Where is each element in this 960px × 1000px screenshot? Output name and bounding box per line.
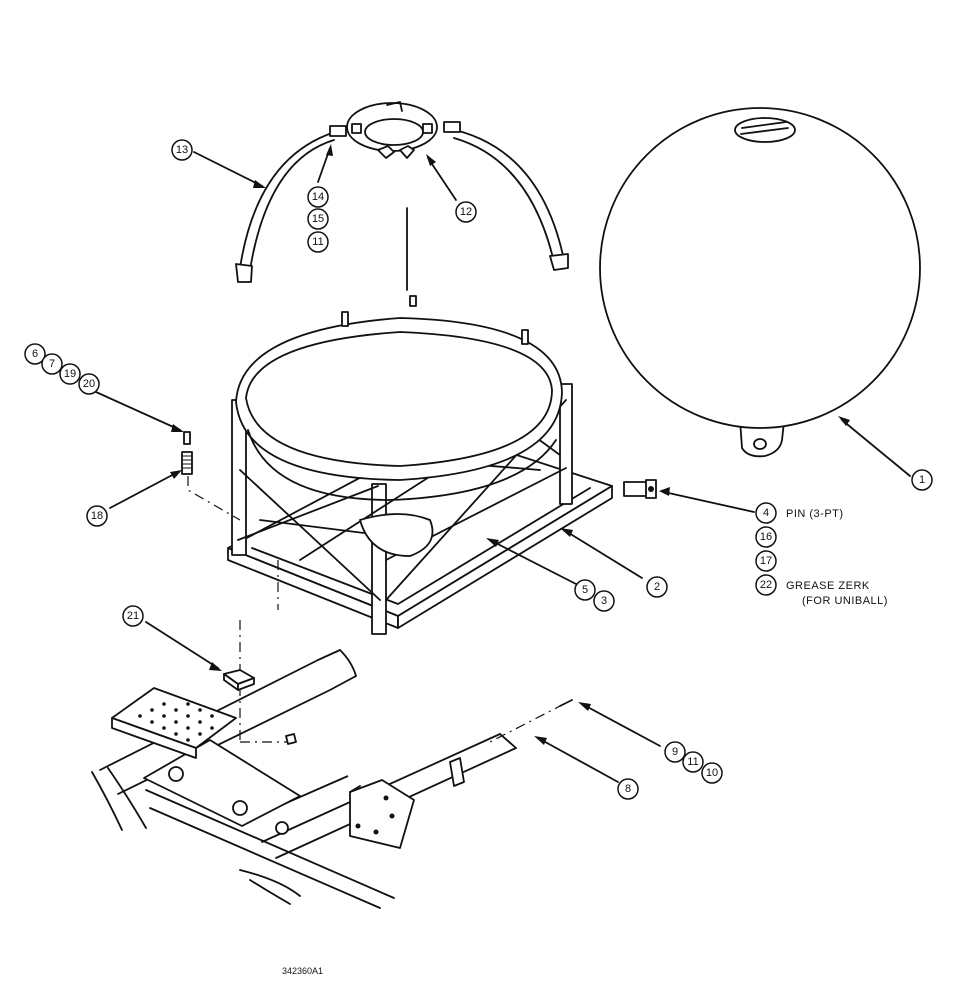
svg-text:2: 2 <box>654 581 660 593</box>
callout-4: 4 <box>755 502 777 524</box>
svg-text:22: 22 <box>760 579 772 591</box>
callout-9: 9 <box>664 741 686 763</box>
callout-1: 1 <box>911 469 933 491</box>
callout-19: 19 <box>59 363 81 385</box>
note-grease-zerk: GREASE ZERK <box>786 580 870 592</box>
callout-12: 12 <box>455 201 477 223</box>
callout-17: 17 <box>755 550 777 572</box>
step-perforations <box>138 702 214 742</box>
svg-text:13: 13 <box>176 144 188 156</box>
leader-lines <box>95 144 911 783</box>
tank-strap-left <box>235 125 347 283</box>
callout-18: 18 <box>86 505 108 527</box>
svg-text:4: 4 <box>763 507 769 519</box>
svg-text:9: 9 <box>672 746 678 758</box>
callout-3: 3 <box>593 590 615 612</box>
tank-strap-right <box>443 121 569 271</box>
svg-text:17: 17 <box>760 555 772 567</box>
callout-20: 20 <box>78 373 100 395</box>
callout-5: 5 <box>574 579 596 601</box>
svg-text:10: 10 <box>706 767 718 779</box>
assembly-line-9 <box>489 703 565 743</box>
callout-10: 10 <box>701 762 723 784</box>
svg-text:11: 11 <box>312 236 323 248</box>
svg-text:12: 12 <box>460 206 472 218</box>
pad <box>223 669 255 691</box>
pin-3pt <box>623 479 657 499</box>
drawing-number: 342360A1 <box>282 966 323 976</box>
callout-7: 7 <box>41 353 63 375</box>
callout-16: 16 <box>755 526 777 548</box>
callout-21: 21 <box>122 605 144 627</box>
cradle-frame <box>227 295 613 635</box>
svg-text:7: 7 <box>49 358 55 370</box>
callout-13: 13 <box>171 139 193 161</box>
svg-text:21: 21 <box>127 610 139 622</box>
callout-15: 15 <box>307 208 329 230</box>
callout-11-bottom: 11 <box>682 751 704 773</box>
callout-2: 2 <box>646 576 668 598</box>
callout-11-top: 11 <box>307 231 329 253</box>
callout-8: 8 <box>617 778 639 800</box>
svg-text:1: 1 <box>919 474 925 486</box>
svg-text:18: 18 <box>91 510 103 522</box>
center-hub <box>346 101 438 159</box>
callout-6: 6 <box>24 343 46 365</box>
svg-text:16: 16 <box>760 531 772 543</box>
svg-text:15: 15 <box>312 213 324 225</box>
svg-text:6: 6 <box>32 348 38 360</box>
spring-assembly <box>181 431 241 521</box>
svg-text:14: 14 <box>312 191 324 203</box>
svg-text:19: 19 <box>64 368 76 380</box>
svg-text:20: 20 <box>83 378 95 390</box>
svg-text:8: 8 <box>625 783 631 795</box>
tank <box>599 107 921 458</box>
svg-text:3: 3 <box>601 595 607 607</box>
svg-text:11: 11 <box>687 756 698 768</box>
callout-22: 22 <box>755 574 777 596</box>
note-for-uniball: (FOR UNIBALL) <box>802 595 888 607</box>
note-pin: PIN (3-PT) <box>786 508 844 520</box>
svg-text:5: 5 <box>582 584 588 596</box>
callout-14: 14 <box>307 186 329 208</box>
sprayer-chassis <box>91 649 573 909</box>
